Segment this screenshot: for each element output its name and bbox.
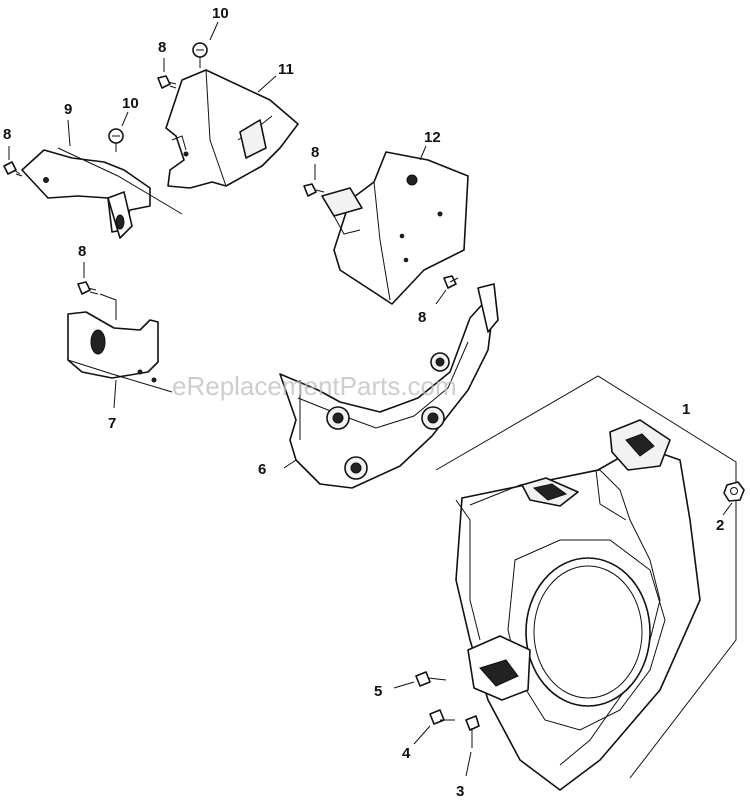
part-1-blower-housing[interactable]: [435, 375, 737, 791]
part-5-screw[interactable]: [393, 671, 447, 689]
part-9-left-bracket[interactable]: [21, 119, 183, 239]
part-6-lower-baffle[interactable]: [279, 283, 499, 489]
callout-8-e: 8: [418, 309, 426, 326]
callout-5: 5: [374, 683, 382, 700]
callout-12: 12: [424, 129, 441, 146]
callout-10-a: 10: [212, 5, 229, 22]
part-8-screw-c[interactable]: [303, 164, 325, 197]
callout-4: 4: [402, 745, 411, 762]
part-12-center-bracket[interactable]: [321, 145, 469, 305]
part-7-lower-bracket[interactable]: [67, 293, 173, 409]
callout-9: 9: [64, 101, 72, 118]
part-11-upper-bracket[interactable]: [165, 69, 299, 189]
part-3-screw[interactable]: [465, 715, 480, 777]
callout-2: 2: [716, 517, 724, 534]
part-10-bolt-a[interactable]: [192, 21, 219, 68]
part-4-screw[interactable]: [413, 709, 455, 745]
callout-10-b: 10: [122, 95, 139, 112]
callout-11: 11: [278, 61, 294, 78]
callout-8-b: 8: [3, 126, 11, 143]
part-8-screw-e[interactable]: [435, 275, 459, 305]
part-10-bolt-b[interactable]: [108, 111, 129, 152]
callout-8-a: 8: [158, 39, 166, 56]
part-8-screw-d[interactable]: [77, 262, 99, 295]
part-2-nut[interactable]: [722, 481, 745, 516]
callout-7: 7: [108, 415, 116, 432]
callout-6: 6: [258, 461, 266, 478]
part-8-screw-b[interactable]: [3, 146, 23, 177]
callout-1: 1: [682, 401, 690, 418]
callout-8-c: 8: [311, 144, 319, 161]
callout-8-d: 8: [78, 243, 86, 260]
callout-3: 3: [456, 783, 464, 800]
part-8-screw-a[interactable]: [157, 58, 177, 89]
watermark: eReplacementParts.com: [172, 371, 457, 401]
